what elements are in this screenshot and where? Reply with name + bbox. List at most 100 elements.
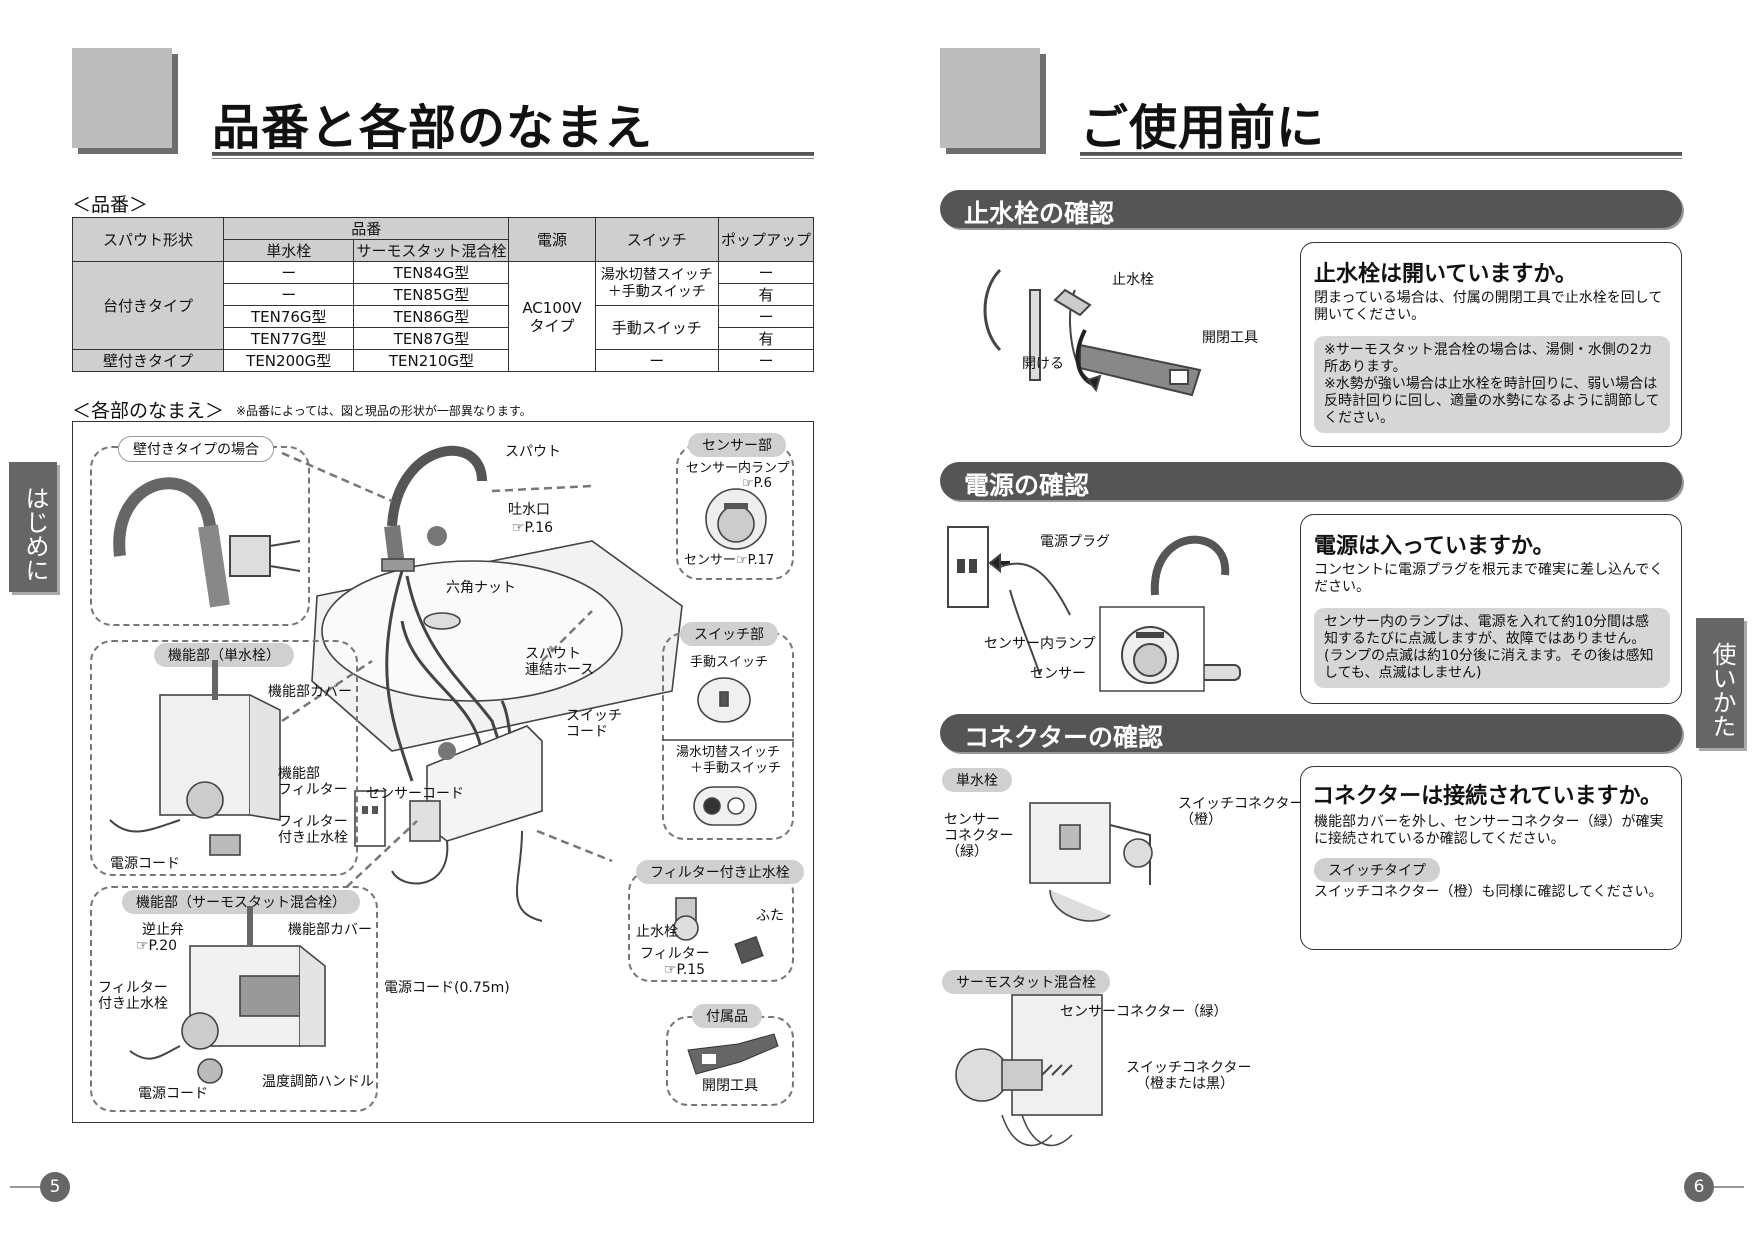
lbl-dengen-cord: 電源コード (110, 856, 180, 872)
switch-1a: 湯水切替スイッチ (600, 266, 713, 283)
td-switch-1: 湯水切替スイッチ＋手動スイッチ (594, 261, 719, 306)
th-spout: スパウト形状 (71, 217, 225, 262)
lbl-futa: ふた (756, 908, 784, 924)
kaihei-tool-icon (687, 1033, 779, 1075)
hinban-table: スパウト形状 品番 電源 スイッチ ポップアップ 単水栓 サーモスタット混合栓 … (71, 217, 815, 372)
fig2-sensor: センサー (1030, 666, 1086, 682)
label-box-fuzoku: 付属品 (692, 1004, 762, 1028)
page-title-left: 品番と各部のなまえ (212, 100, 654, 156)
pill-thermo: サーモスタット混合栓 (942, 970, 1110, 994)
table-cell: TEN86G型 (353, 305, 510, 328)
fig3-sensor-con-2: コネクター (944, 828, 1014, 844)
pageno-line-right (1714, 1186, 1744, 1188)
fig2-lamp: センサー内ランプ (984, 636, 1096, 652)
fig3-switch-con-1: スイッチコネクター (1178, 796, 1304, 812)
lbl-kinou-filter-1: 機能部 (278, 766, 320, 782)
page-title-right: ご使用前に (1080, 100, 1326, 156)
lbl-switch-cord-1: スイッチ (566, 708, 622, 724)
card1-note-1: ※サーモスタット混合栓の場合は、湯側・水側の2カ所あります。 (1324, 342, 1653, 375)
lbl-kinou-cover-2: 機能部カバー (288, 922, 372, 938)
kinou-tan-illustration (109, 660, 281, 856)
fig-connector-tan (1029, 802, 1153, 922)
table-cell: TEN77G型 (223, 327, 355, 350)
table-cell: ー (717, 349, 815, 372)
lbl-shudo-switch: 手動スイッチ (690, 655, 769, 670)
label-box-switch: スイッチ部 (680, 622, 778, 646)
lbl-filter: フィルター (640, 946, 710, 962)
card2-note: センサー内のランプは、電源を入れて約10分間は感知するたびに点滅しますが、故障で… (1314, 608, 1670, 688)
switch-illustration (662, 677, 794, 826)
table-cell: TEN84G型 (353, 261, 510, 284)
card1-note: ※サーモスタット混合栓の場合は、湯側・水側の2カ所あります。 ※水勢が強い場合は… (1314, 336, 1670, 433)
side-tab-hajimeni[interactable]: はじめに (9, 462, 57, 592)
lbl-sensor-ref: センサー☞P.17 (684, 553, 775, 568)
dengen-line-2: タイプ (529, 316, 575, 335)
label-box-kinou-tan: 機能部（単水栓） (154, 643, 294, 667)
pageno-line-left (10, 1186, 40, 1188)
lbl-spout-hose-1: スパウト (525, 646, 581, 662)
title-rule-right (1080, 152, 1682, 156)
side-tab-tsukaikata[interactable]: 使いかた (1696, 618, 1744, 748)
lbl-switch-cord-2: コード (566, 724, 608, 740)
lbl-sensor-cord: センサーコード (366, 786, 464, 802)
fig1-akeru: 開ける (1022, 356, 1064, 372)
lbl-sensor-lamp: センサー内ランプ (686, 461, 790, 476)
buhin-note: ※品番によっては、図と現品の形状が一部異なります。 (236, 404, 532, 418)
box-kinou-thermo (90, 886, 378, 1112)
lbl-filter-shisui2-2: 付き止水栓 (98, 996, 168, 1012)
lbl-spout: スパウト (505, 444, 561, 460)
lbl-spout-hose-2: 連結ホース (525, 662, 595, 678)
filter-illustration (673, 897, 764, 965)
th-hinban: 品番 (223, 217, 510, 240)
lbl-gyakushiben-ref: ☞P.20 (136, 938, 178, 954)
td-switch-2: 手動スイッチ (594, 305, 719, 350)
lbl-kaihei: 開閉工具 (702, 1078, 758, 1094)
card3-pill: スイッチタイプ (1314, 858, 1440, 882)
lbl-yusui-1: 湯水切替スイッチ (676, 745, 781, 760)
fig3-switch-con-2: （橙） (1180, 812, 1222, 828)
fig-shisuisen (983, 268, 1202, 397)
band-dengen: 電源の確認 (940, 462, 1682, 500)
label-box-kinou-thermo: 機能部（サーモスタット混合栓） (122, 890, 360, 914)
basin-illustration (281, 445, 683, 922)
lbl-filter-shisui-2: 付き止水栓 (278, 830, 348, 846)
table-cell: TEN87G型 (353, 327, 510, 350)
sensor-illustration (705, 488, 767, 550)
lbl-rokkaku: 六角ナット (446, 580, 516, 596)
th-popup: ポップアップ (717, 217, 815, 262)
lbl-sensor-lamp-ref: ☞P.6 (742, 476, 772, 491)
label-box-kabe: 壁付きタイプの場合 (118, 436, 274, 462)
lbl-kinou-cover: 機能部カバー (268, 684, 352, 700)
fig1-shisuisen: 止水栓 (1112, 272, 1154, 288)
table-cell: TEN85G型 (353, 283, 510, 306)
fig-connector-thermo (955, 994, 1103, 1146)
lbl-kinou-filter-2: フィルター (278, 782, 348, 798)
table-cell: 有 (717, 283, 815, 306)
title-deco-box-right (940, 48, 1040, 148)
page-number-left: 5 (40, 1172, 70, 1202)
card2-title: 電源は入っていますか。 (1314, 534, 1555, 559)
th-dengen: 電源 (508, 217, 596, 262)
kinou-thermo-illustration (129, 906, 326, 1084)
pill-tansui: 単水栓 (942, 768, 1012, 792)
table-cell: ー (223, 283, 355, 306)
lbl-yusui-2: ＋手動スイッチ (690, 761, 782, 776)
table-cell: ー (717, 305, 815, 328)
card3-title: コネクターは接続されていますか。 (1312, 784, 1663, 809)
lbl-filter-ref: ☞P.15 (664, 962, 706, 978)
fig3-sensor-con-3: （緑） (946, 844, 988, 860)
table-cell: TEN76G型 (223, 305, 355, 328)
lbl-shisuisen: 止水栓 (636, 924, 678, 940)
lbl-filter-shisui-1: フィルター (278, 814, 348, 830)
parts-diagram (72, 421, 814, 1123)
fig3-sensor-con-g: センサーコネクター（緑） (1060, 1004, 1228, 1020)
page-number-right: 6 (1684, 1172, 1714, 1202)
label-box-filter: フィルター付き止水栓 (636, 860, 804, 884)
th-thermo: サーモスタット混合栓 (353, 239, 510, 262)
band-shisuisen: 止水栓の確認 (940, 190, 1682, 228)
table-cell: 有 (717, 327, 815, 350)
title-rule-right-2 (1080, 158, 1682, 161)
lbl-tosuiko: 吐水口 (508, 502, 550, 518)
card1-note-2: ※水勢が強い場合は止水栓を時計回りに、弱い場合は反時計回りに回し、適量の水勢にな… (1324, 376, 1660, 426)
